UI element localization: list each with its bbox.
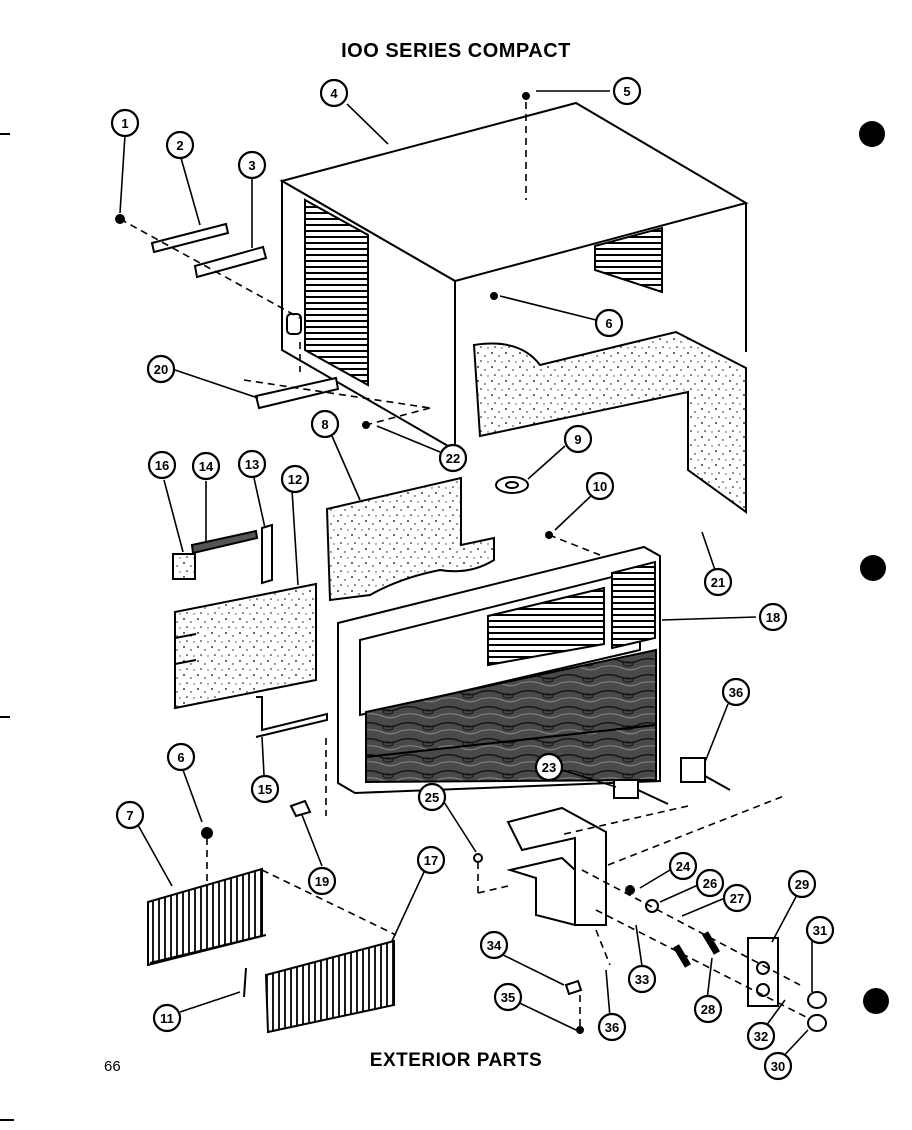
callout-25-label: 25 [425,790,439,805]
callout-17-label: 17 [424,853,438,868]
callout-35-label: 35 [501,990,515,1005]
callout-26-label: 26 [703,876,717,891]
callout-30: 30 [763,1051,793,1081]
page-number: 66 [104,1058,121,1075]
callout-20: 20 [146,354,176,384]
callout-19: 19 [307,866,337,896]
callouts: 1 2 3 4 5 6 6 7 8 9 10 11 12 13 14 15 16… [110,76,835,1081]
callout-18-label: 18 [766,610,780,625]
left-side-components [172,523,328,738]
callout-16-label: 16 [155,458,169,473]
control-box-assembly [473,757,827,1034]
callout-28: 28 [693,994,723,1024]
callout-23-label: 23 [542,760,556,775]
callout-33: 33 [627,964,657,994]
callout-22: 22 [438,443,468,473]
callout-21: 21 [703,567,733,597]
callout-3-label: 3 [248,158,255,173]
callout-36: 36 [597,1012,627,1042]
callout-21-label: 21 [711,575,725,590]
callout-25: 25 [417,782,447,812]
callout-35: 35 [493,982,523,1012]
callout-11: 11 [152,1003,182,1033]
page-marks [0,121,889,1121]
front-grille [147,827,395,1034]
callout-1-label: 1 [121,116,128,131]
callout-15: 15 [250,774,280,804]
callout-15-label: 15 [258,782,272,797]
loose-hardware [289,92,553,818]
callout-9-label: 9 [574,432,581,447]
callout-6a-label: 6 [605,316,612,331]
callout-34: 34 [479,930,509,960]
callout-32: 32 [746,1021,776,1051]
brackets [115,214,340,410]
callout-18: 18 [758,602,788,632]
callout-29: 29 [787,869,817,899]
callout-27: 27 [722,883,752,913]
callout-10-label: 10 [593,479,607,494]
callout-30-label: 30 [771,1059,785,1074]
callout-3: 3 [237,150,267,180]
callout-20-label: 20 [154,362,168,377]
insulation-panel [325,476,495,602]
callout-26: 26 [695,868,725,898]
callout-6a: 6 [594,308,624,338]
callout-36-label: 36 [605,1020,619,1035]
callout-31-label: 31 [813,923,827,938]
callout-6b: 6 [166,742,196,772]
section-title: EXTERIOR PARTS [369,1050,543,1071]
cabinet-shell [279,101,749,452]
callout-5: 5 [612,76,642,106]
callout-13-label: 13 [245,457,259,472]
callout-10: 10 [585,471,615,501]
callout-4: 4 [319,78,349,108]
front-frame [337,545,661,795]
callout-1: 1 [110,108,140,138]
callout-31: 31 [805,915,835,945]
callout-33-label: 33 [635,972,649,987]
callout-19-label: 19 [315,874,329,889]
callout-14-label: 14 [199,459,214,474]
callout-4-label: 4 [330,86,338,101]
callout-11-label: 11 [160,1011,174,1026]
callout-8-label: 8 [321,417,328,432]
callout-12-label: 12 [288,472,302,487]
callout-8: 8 [310,409,340,439]
page-title: IOO SERIES COMPACT [341,40,571,62]
callout-32-label: 32 [754,1029,768,1044]
callout-28-label: 28 [701,1002,715,1017]
callout-5-label: 5 [623,84,630,99]
base-pan [472,330,747,514]
callout-17: 17 [416,845,446,875]
callout-12: 12 [280,464,310,494]
callout-34-label: 34 [487,938,502,953]
callout-7: 7 [115,800,145,830]
callout-22-label: 22 [446,451,460,466]
callout-13: 13 [237,449,267,479]
callout-24-label: 24 [676,859,691,874]
callout-2-label: 2 [176,138,183,153]
callout-23: 23 [534,752,564,782]
callout-27-label: 27 [730,891,744,906]
callout-2: 2 [165,130,195,160]
callout-6b-label: 6 [177,750,184,765]
callout-24: 24 [668,851,698,881]
callout-16: 16 [147,450,177,480]
callout-37: 36 [721,677,751,707]
callout-7-label: 7 [126,808,133,823]
callout-14: 14 [191,451,221,481]
callout-37-label: 36 [729,685,743,700]
callout-9: 9 [563,424,593,454]
callout-29-label: 29 [795,877,809,892]
